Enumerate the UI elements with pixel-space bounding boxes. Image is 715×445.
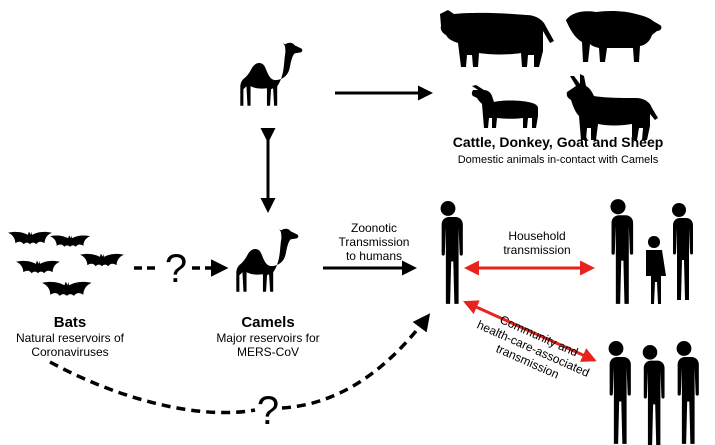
cow-icon [440, 10, 554, 67]
zoonotic-label-line2: Transmission [338, 235, 410, 249]
community-transmission-label: Community and health-care-associated tra… [475, 312, 592, 381]
household-label-line2: transmission [503, 243, 571, 257]
bat-icon [8, 231, 124, 296]
family-icon [610, 199, 693, 304]
zoonotic-label-line1: Zoonotic [350, 221, 398, 235]
goat-icon [471, 85, 538, 128]
donkey-icon [566, 74, 658, 140]
bats-to-humans-dashed-arrow [49, 316, 428, 415]
domestic-animals-title: Cattle, Donkey, Goat and Sheep [452, 134, 664, 150]
camel-icon [240, 42, 303, 106]
camels-title: Camels [241, 314, 295, 331]
human-icon [440, 201, 463, 304]
community-transmission-arrow [463, 300, 597, 362]
unknown-link-question-mark: ? [165, 247, 187, 291]
zoonotic-label-line3: to humans [345, 249, 403, 263]
camels-subtitle-line1: Major reservoirs for [216, 331, 320, 345]
household-label-line1: Household [508, 229, 566, 243]
camels-subtitle-line2: MERS-CoV [236, 345, 299, 359]
crowd-icon [608, 341, 699, 445]
unknown-link-question-mark-bottom: ? [257, 389, 279, 433]
sheep-icon [565, 10, 662, 63]
bats-title: Bats [53, 314, 87, 331]
bats-subtitle-line2: Coronaviruses [31, 345, 109, 359]
camel-icon [236, 228, 299, 292]
bats-subtitle-line1: Natural reservoirs of [15, 331, 125, 345]
domestic-animals-subtitle: Domestic animals in-contact with Camels [457, 154, 659, 166]
